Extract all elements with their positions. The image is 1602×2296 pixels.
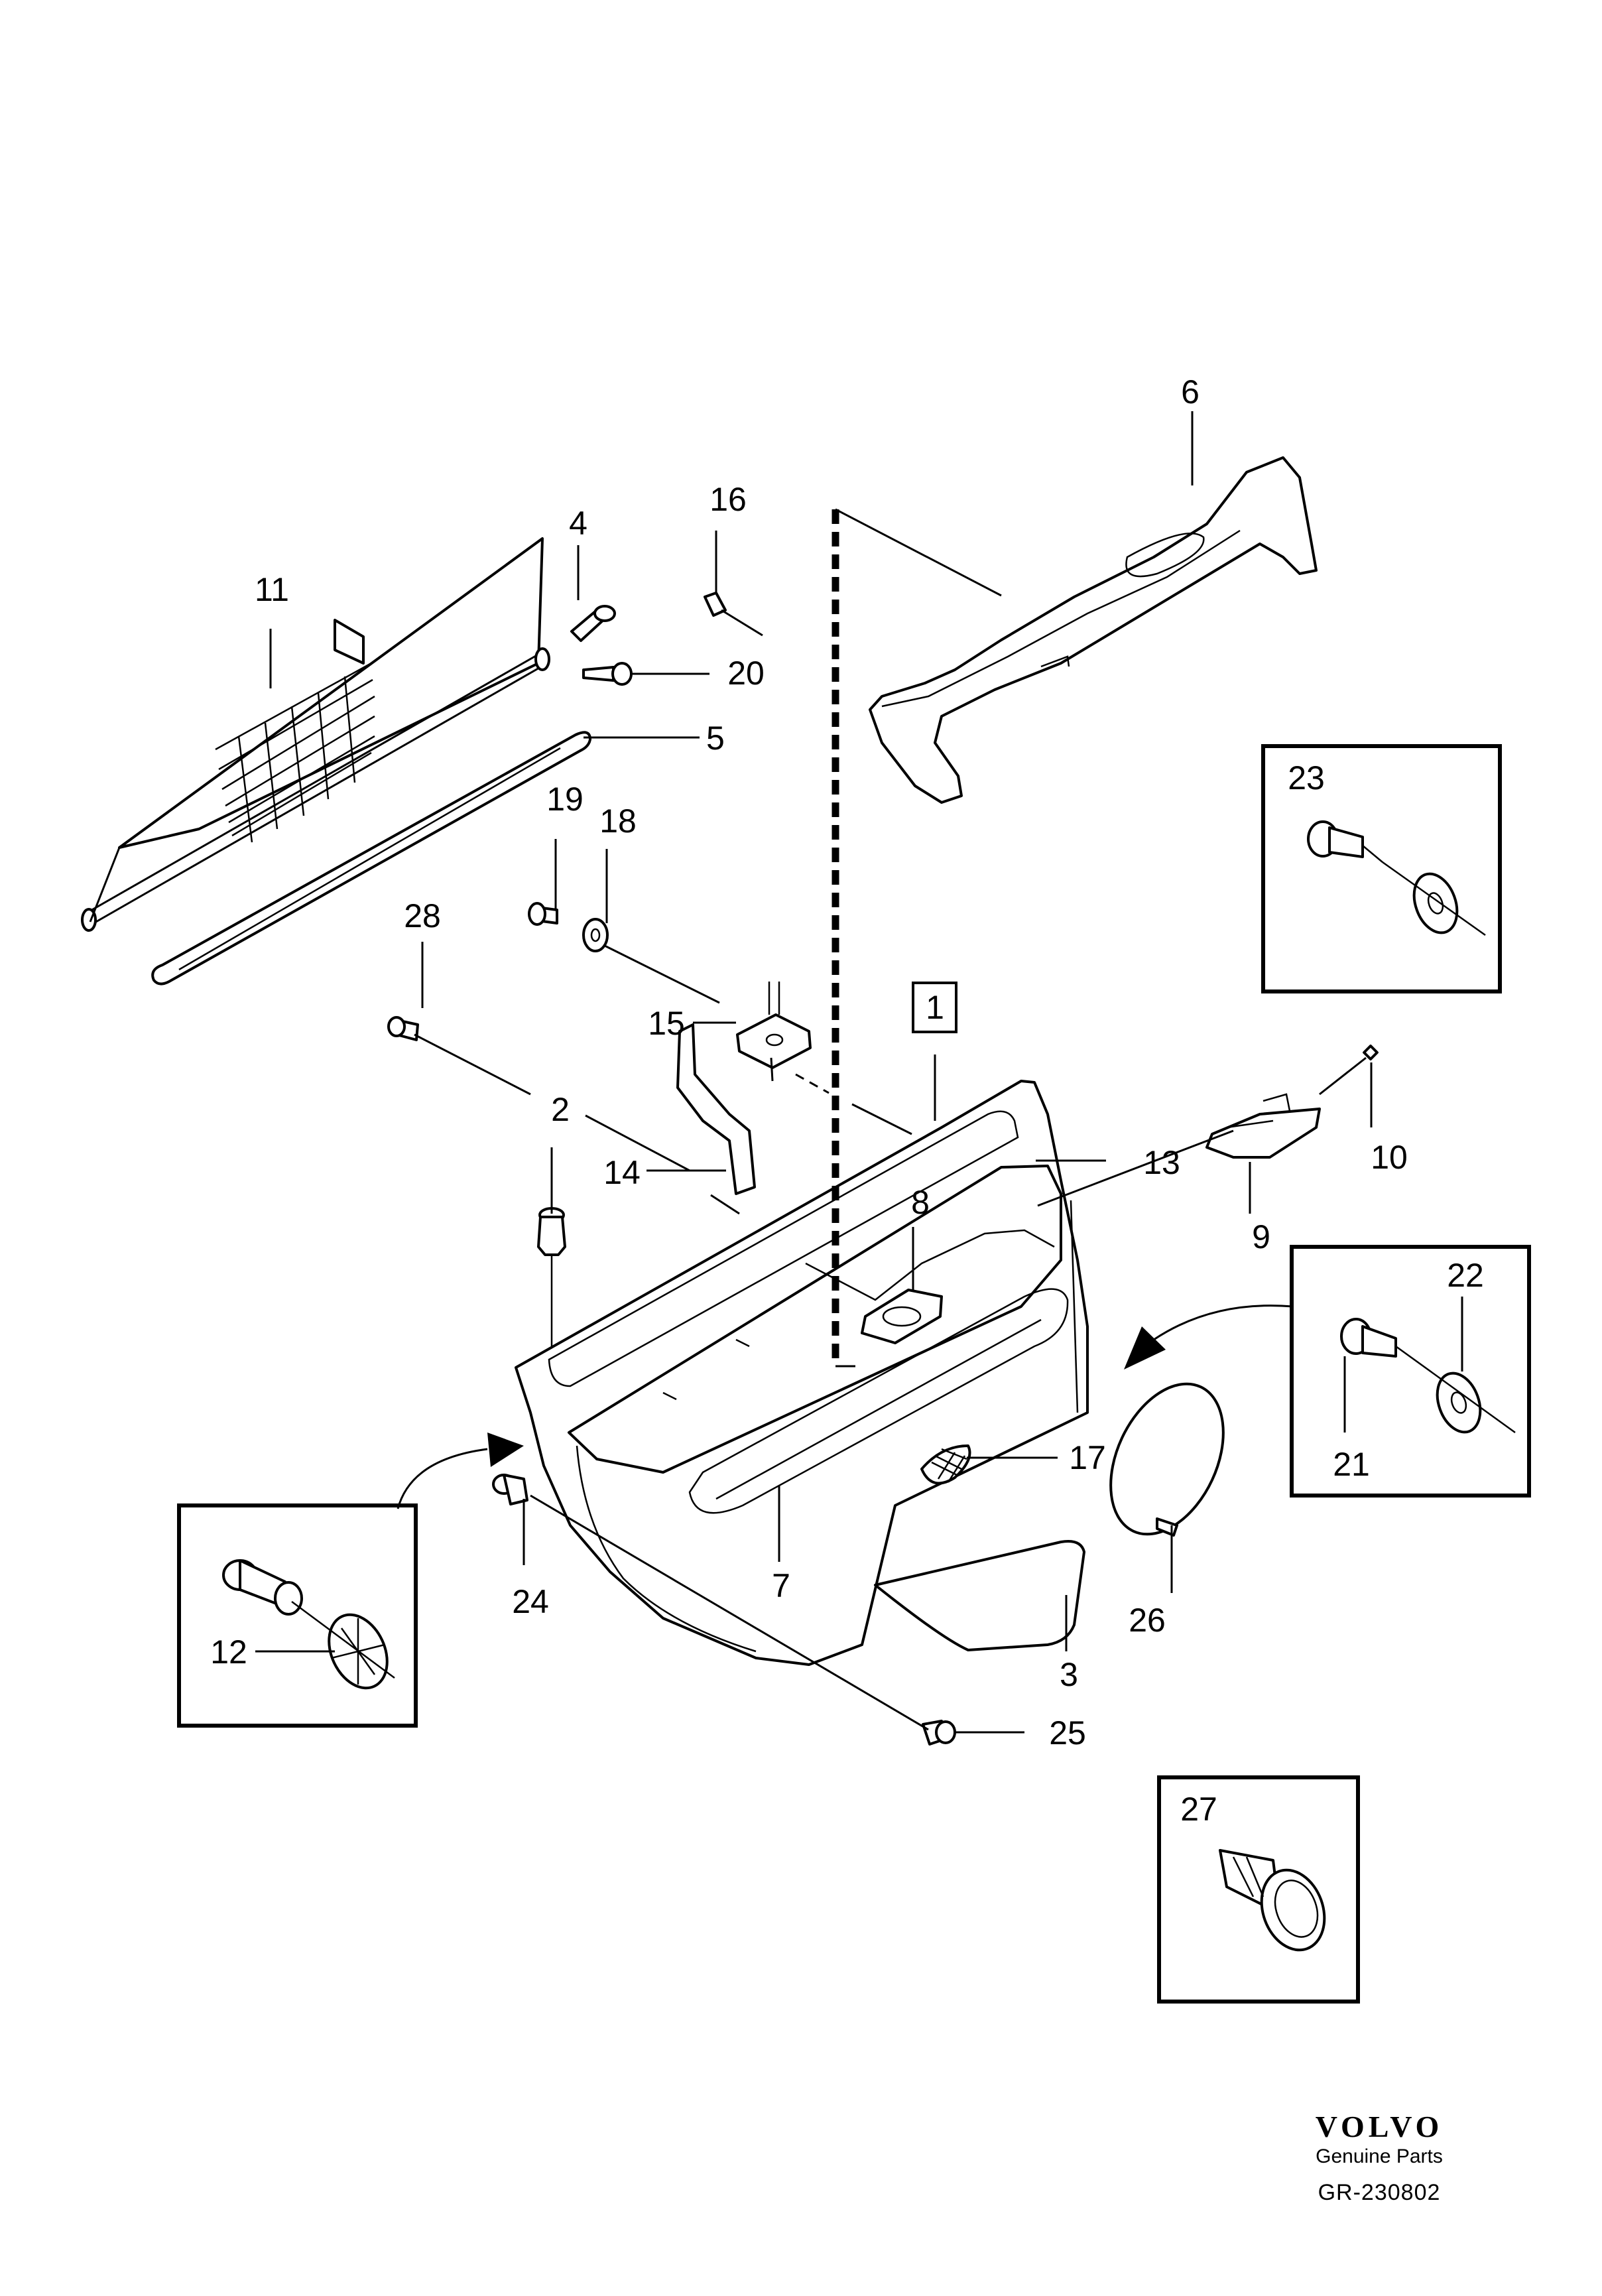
callout-19: 19 <box>546 781 584 818</box>
callout-labels: 1 2 3 4 5 6 7 8 9 10 11 12 13 14 15 16 1… <box>210 373 1484 1828</box>
callout-16: 16 <box>709 481 747 518</box>
callout-15: 15 <box>648 1005 685 1042</box>
callout-10: 10 <box>1371 1139 1408 1176</box>
part-21-screw[interactable] <box>1340 1318 1397 1358</box>
callout-18: 18 <box>599 802 637 840</box>
part-24-plug[interactable] <box>492 1474 528 1505</box>
inset-box-21-22 <box>1290 1245 1531 1498</box>
callout-23: 23 <box>1288 759 1325 797</box>
callout-20: 20 <box>727 655 765 692</box>
callout-13: 13 <box>1143 1144 1180 1181</box>
part-26-speaker-cover[interactable] <box>1088 1366 1245 1553</box>
callout-17: 17 <box>1069 1439 1106 1476</box>
part-25-plug[interactable] <box>922 1720 956 1746</box>
callout-6: 6 <box>1181 373 1200 411</box>
part-15-clip-nut[interactable] <box>736 982 812 1069</box>
callout-25: 25 <box>1049 1714 1086 1752</box>
part-11-sunshade[interactable] <box>81 537 550 932</box>
brand-block: VOLVO Genuine Parts GR-230802 <box>1280 2109 1479 2206</box>
part-6-armrest-panel[interactable] <box>869 456 1318 804</box>
callout-11: 11 <box>255 571 289 608</box>
callout-24: 24 <box>512 1583 549 1620</box>
part-4-screw[interactable] <box>570 605 616 642</box>
brand-subtitle: Genuine Parts <box>1316 2145 1443 2167</box>
callout-8: 8 <box>911 1184 930 1221</box>
part-18-washer[interactable] <box>582 918 609 952</box>
callout-27: 27 <box>1180 1791 1217 1828</box>
callout-21: 21 <box>1333 1446 1370 1483</box>
part-23-screw[interactable] <box>1307 820 1383 863</box>
callout-14: 14 <box>603 1154 641 1191</box>
part-23-washer[interactable] <box>1382 861 1486 938</box>
part-14-bracket[interactable] <box>676 1023 756 1195</box>
callout-4: 4 <box>569 505 587 542</box>
part-12-grommet[interactable] <box>291 1600 399 1697</box>
callout-1: 1 <box>926 989 944 1026</box>
part-3-map-pocket[interactable] <box>874 1540 1085 1651</box>
leader-lines <box>269 411 1373 1734</box>
brand-logo: VOLVO <box>1315 2110 1444 2143</box>
door-panel-assembly[interactable] <box>515 1080 1089 1666</box>
dashed-alignment-line <box>832 508 1002 1368</box>
part-10-clip[interactable] <box>1363 1045 1379 1060</box>
callout-3: 3 <box>1060 1656 1078 1693</box>
part-8-handle-cup[interactable] <box>861 1289 943 1344</box>
curved-arrow-right <box>1124 1305 1294 1370</box>
callout-22: 22 <box>1447 1257 1484 1294</box>
callout-2: 2 <box>551 1091 570 1128</box>
part-28-screw[interactable] <box>387 1016 419 1041</box>
callout-28: 28 <box>404 897 441 934</box>
part-5-trim-strip[interactable] <box>151 731 591 986</box>
callout-5: 5 <box>706 720 725 757</box>
inset-box-27 <box>1157 1775 1360 2004</box>
part-19-screw[interactable] <box>528 902 558 926</box>
part-12-plug[interactable] <box>222 1559 303 1616</box>
part-27-plug[interactable] <box>1219 1849 1335 1959</box>
part-22-washer[interactable] <box>1395 1345 1516 1438</box>
curved-arrow-left <box>397 1433 524 1509</box>
callout-7: 7 <box>772 1567 790 1604</box>
callout-26: 26 <box>1129 1602 1166 1639</box>
part-1-callout-box <box>912 982 957 1033</box>
inset-box-12 <box>177 1503 418 1728</box>
callout-9: 9 <box>1252 1218 1270 1255</box>
part-16-clip-pin[interactable] <box>704 592 763 637</box>
part-20-screw[interactable] <box>582 662 633 686</box>
part-9-pull-handle[interactable] <box>1205 1093 1321 1159</box>
callout-12: 12 <box>210 1633 247 1671</box>
diagram-code: GR-230802 <box>1318 2180 1441 2205</box>
inset-box-23 <box>1261 744 1502 993</box>
